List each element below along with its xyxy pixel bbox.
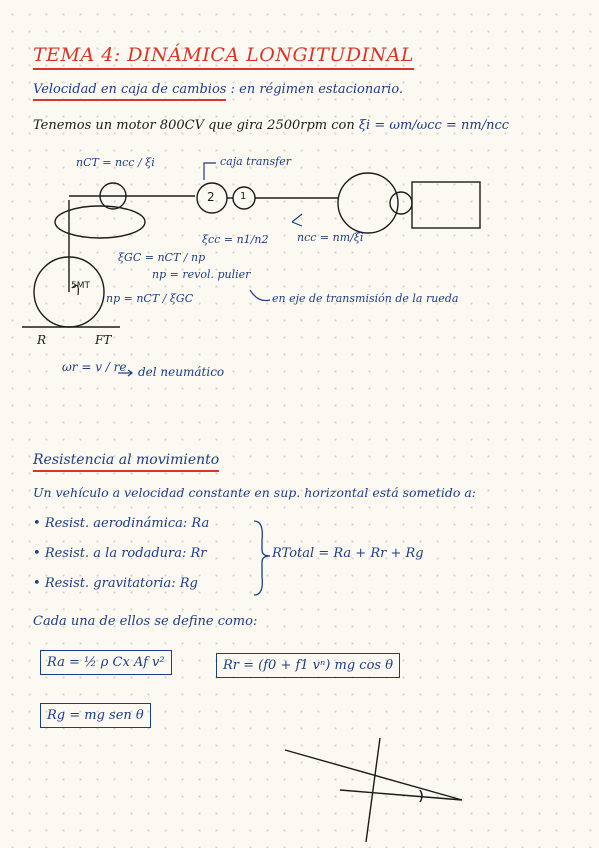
incline-vertical — [365, 737, 381, 843]
omega-note: del neumático — [138, 365, 225, 379]
bracket — [253, 520, 271, 596]
resistance-item-rolling: • Resist. a la rodadura: Rr — [33, 546, 207, 561]
section-velocity-heading-suffix: : en régimen estacionario. — [230, 82, 404, 97]
gear-2-label: 2 — [207, 190, 215, 204]
incline-base — [339, 789, 463, 801]
motor-box — [411, 181, 481, 229]
eje-note: en eje de transmisión de la rueda — [272, 292, 459, 305]
closing-sentence: Cada una de ellos se define como: — [33, 614, 258, 629]
formula-box-rr: Rr = (f0 + f1 vⁿ) mg cos θ — [216, 653, 401, 678]
section-resistance-heading: Resistencia al movimiento — [33, 452, 220, 472]
motor-intro: Tenemos un motor 800CV que gira 2500rpm … — [33, 118, 509, 133]
section-velocity-heading-line: Velocidad en caja de cambios : en régime… — [33, 82, 404, 101]
formula-box-ra: Ra = ½ ρ Cx Af v² — [40, 650, 172, 675]
xi-cc-formula: ξcc = n1/n2 — [202, 233, 269, 246]
pulley-circle — [99, 182, 127, 210]
resistance-item-gravity-text: Resist. gravitatoria: Rg — [44, 576, 198, 591]
motor-pulley-circle — [389, 191, 413, 215]
page-title: TEMA 4: DINÁMICA LONGITUDINAL — [33, 44, 415, 70]
formula-box-rg: Rg = mg sen θ — [40, 703, 151, 728]
nct-formula: nCT = ncc / ξi — [76, 156, 155, 169]
section-velocity-heading: Velocidad en caja de cambios — [33, 82, 227, 101]
np-note: np = revol. pulier — [152, 268, 251, 281]
label-r: R — [37, 333, 47, 347]
resistance-item-gravity: • Resist. gravitatoria: Rg — [33, 576, 198, 591]
xi-gc-formula: ξGC = nCT / np — [118, 251, 206, 264]
total-resistance-formula: RTotal = Ra + Rr + Rg — [272, 546, 424, 561]
torque-label: 5MT — [71, 281, 90, 291]
large-gear-circle — [337, 172, 399, 234]
incline-line — [284, 749, 463, 801]
gear-1-label: 1 — [240, 191, 247, 202]
resistance-item-rolling-text: Resist. a la rodadura: Rr — [44, 546, 207, 561]
resistance-item-aero-text: Resist. aerodinámica: Ra — [44, 516, 210, 531]
label-ft: FT — [95, 333, 112, 347]
resistance-item-aero: • Resist. aerodinámica: Ra — [33, 516, 210, 531]
np-formula: np = nCT / ξGC — [106, 292, 194, 305]
motor-intro-text: Tenemos un motor 800CV que gira 2500rpm … — [33, 118, 355, 133]
differential-ellipse — [54, 205, 146, 239]
omega-formula: ωr = v / re — [62, 360, 127, 374]
ncc-formula: ncc = nm/ξi — [297, 231, 364, 244]
gear-ratio-formula: ξi = ωm/ωcc = nm/ncc — [358, 118, 510, 133]
resistance-intro: Un vehículo a velocidad constante en sup… — [33, 485, 476, 500]
caja-transfer-label: caja transfer — [220, 155, 291, 168]
